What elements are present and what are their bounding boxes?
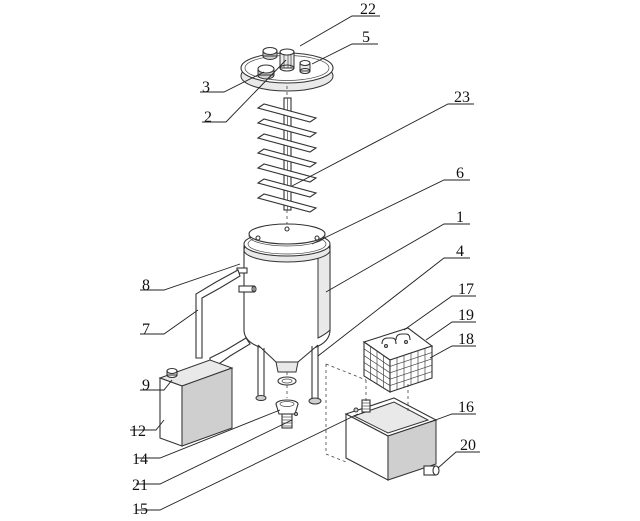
label-18: 18	[458, 331, 474, 348]
label-15: 15	[132, 501, 148, 518]
pipe-loop	[195, 269, 251, 367]
agitator-paddle	[256, 118, 318, 138]
agitator-paddle	[256, 163, 318, 183]
agitator-paddle	[256, 103, 318, 123]
label-6: 6	[456, 165, 464, 182]
label-21: 21	[132, 477, 148, 494]
agitator-paddle	[256, 193, 318, 213]
label-5: 5	[362, 29, 370, 46]
label-19: 19	[458, 307, 474, 324]
agitator-paddle	[256, 178, 318, 198]
lid-fitting-rear	[262, 46, 278, 60]
label-8: 8	[142, 277, 150, 294]
label-16: 16	[458, 399, 474, 416]
strainer	[275, 399, 299, 429]
lid-fitting-left	[257, 64, 275, 80]
label-4: 4	[456, 243, 464, 260]
label-2: 2	[204, 109, 212, 126]
agitator-paddle	[256, 148, 318, 168]
tank-legs	[255, 346, 322, 405]
label-7: 7	[142, 321, 150, 338]
alignment-lines	[325, 363, 409, 463]
agitator	[256, 86, 318, 232]
label-23: 23	[454, 89, 470, 106]
label-14: 14	[132, 451, 148, 468]
filter-mesh	[363, 346, 433, 390]
label-9: 9	[142, 377, 150, 394]
label-1: 1	[456, 209, 464, 226]
label-3: 3	[202, 79, 210, 96]
filter-basket	[362, 327, 434, 393]
leader-lines	[130, 15, 480, 511]
lid-center-boss	[279, 48, 295, 72]
label-22: 22	[360, 1, 376, 18]
collection-tray	[344, 397, 440, 481]
label-12: 12	[130, 423, 146, 440]
callout-labels: 22 5 3 2 23 6 1 4 8 7 17 19 18 9 12 16 1…	[130, 1, 476, 518]
lid-fitting-right	[299, 59, 311, 75]
lid	[240, 46, 334, 92]
agitator-paddles	[256, 103, 318, 213]
reservoir-box	[158, 359, 234, 447]
label-20: 20	[460, 437, 476, 454]
agitator-paddle	[256, 133, 318, 153]
tank	[236, 223, 331, 405]
label-17: 17	[458, 281, 474, 298]
